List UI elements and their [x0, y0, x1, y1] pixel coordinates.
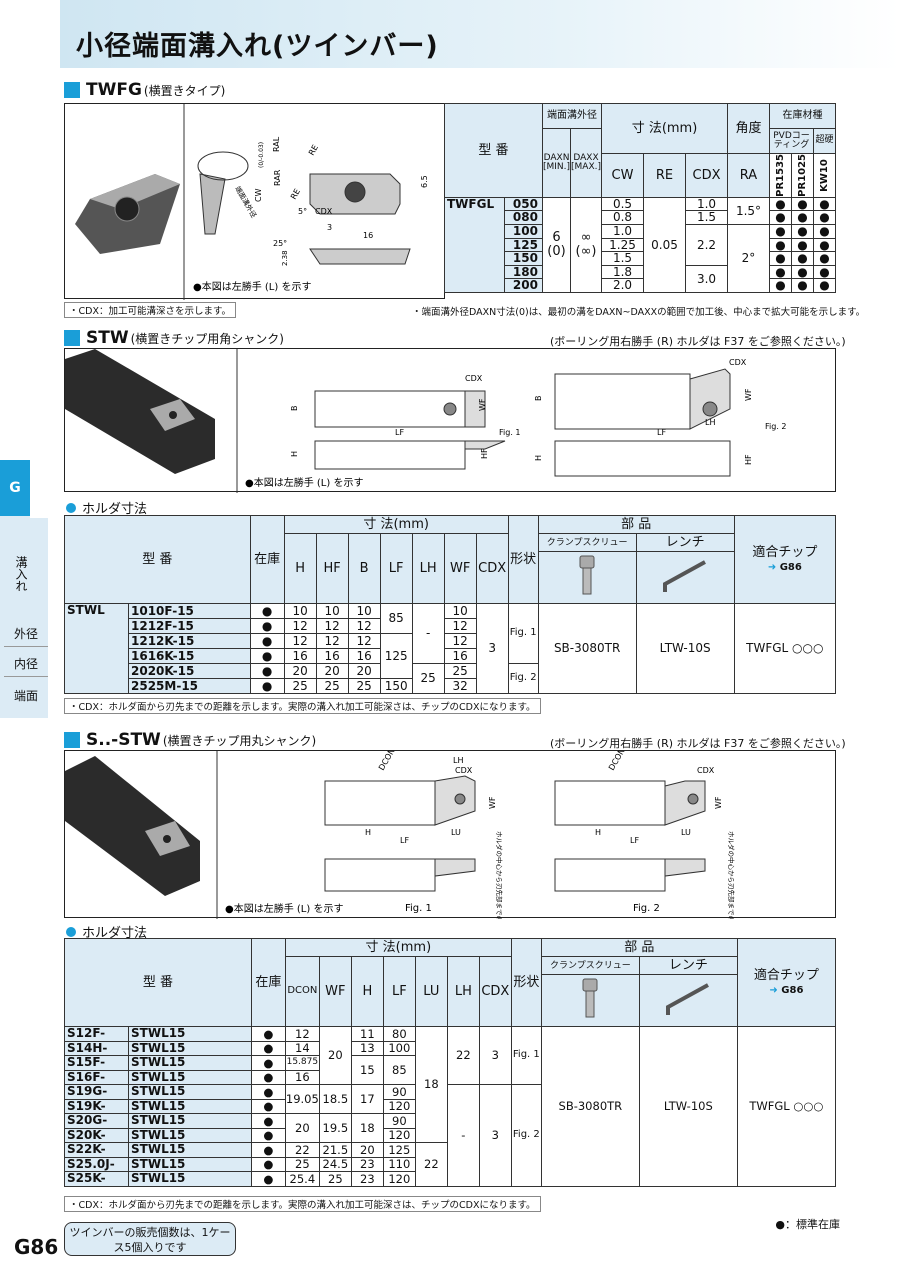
ref-arrow-icon[interactable]: ➜: [769, 984, 778, 996]
sales-note-box: ツインバーの販売個数は、1ケース5個入りです: [64, 1222, 236, 1256]
svg-text:DCON: DCON: [607, 751, 627, 772]
svg-text:16: 16: [363, 231, 373, 240]
stw-holder-heading: ホルダ寸法: [66, 498, 147, 517]
svg-text:WF: WF: [488, 796, 497, 809]
stw-note: ・CDX：ホルダ面から刃先までの距離を示します。実際の溝入れ加工可能深さは、チッ…: [64, 698, 541, 714]
side-index: G 溝入れ 外径 内径 端面: [0, 460, 48, 715]
svg-text:LF: LF: [630, 836, 639, 845]
svg-text:B: B: [534, 396, 543, 402]
sstw-table: 型 番 在庫 寸 法(mm) 形状 部 品 適合チップ ➜ G86 DCON W…: [64, 938, 837, 1187]
side-item-face[interactable]: 端面: [4, 685, 48, 707]
svg-text:LU: LU: [681, 828, 691, 837]
stock-legend: ●：標準在庫: [775, 1218, 840, 1231]
svg-text:●本図は左勝手 (L) を示す: ●本図は左勝手 (L) を示す: [245, 476, 363, 489]
svg-text:CW: CW: [254, 188, 263, 202]
svg-text:LH: LH: [705, 418, 715, 427]
svg-text:CDX: CDX: [729, 358, 747, 367]
svg-text:Fig. 2: Fig. 2: [765, 422, 787, 431]
section-twfg: TWFG (横置きタイプ): [64, 80, 225, 100]
header-band: [60, 0, 900, 68]
stw-holder-photo: [65, 349, 215, 474]
twfg-table: 型 番 端面溝外径 寸 法(mm) 角度 在庫材種 DAXN [MIN.] DA…: [444, 103, 836, 294]
svg-text:H: H: [534, 455, 543, 461]
svg-text:CDX: CDX: [697, 766, 715, 775]
page-title: 小径端面溝入れ(ツインバー): [76, 31, 439, 62]
sstw-right-note: (ボーリング用右勝手 (R) ホルダは F37 をご参照ください。): [550, 737, 846, 750]
svg-text:Fig. 1: Fig. 1: [405, 903, 432, 914]
svg-text:LF: LF: [400, 836, 409, 845]
page-header: 小径端面溝入れ(ツインバー): [0, 0, 900, 68]
ref-arrow-icon[interactable]: ➜: [767, 561, 777, 573]
stw-fig1-drawing: [314, 390, 506, 470]
svg-text:LH: LH: [453, 756, 463, 765]
svg-text:H: H: [595, 828, 601, 837]
svg-text:2.38: 2.38: [281, 250, 289, 266]
clamp-screw-icon: [540, 974, 640, 1027]
svg-text:(0/-0.03): (0/-0.03): [258, 142, 265, 168]
svg-text:CDX: CDX: [465, 374, 483, 383]
svg-text:Fig. 2: Fig. 2: [633, 903, 660, 914]
sstw-fig1-drawing: [324, 775, 476, 892]
svg-text:ホルダの中心から刃先部までのオフセット量を示す: ホルダの中心から刃先部までのオフセット量を示す: [727, 831, 736, 919]
insert-technical-drawing: [197, 151, 411, 265]
svg-text:LF: LF: [395, 428, 404, 437]
sstw-drawing: DCON LH CDX WF H LF LU DCON CDX WF H LF …: [64, 747, 836, 981]
page-number: G86: [14, 1235, 59, 1259]
sstw-note: ・CDX：ホルダ面から刃先までの距離を示します。実際の溝入れ加工可能深さは、チッ…: [64, 1196, 541, 1212]
svg-text:HF: HF: [744, 454, 753, 465]
twfg-drawing: RAL RE CW 端面溝外径 RAR RE CDX 3 5° 6.5 16 2…: [64, 103, 445, 300]
svg-text:●本図は左勝手 (L) を示す: ●本図は左勝手 (L) を示す: [225, 902, 343, 915]
svg-text:25°: 25°: [273, 239, 287, 248]
insert-photo: [75, 174, 180, 254]
clamp-screw-icon: [537, 551, 637, 604]
svg-text:H: H: [365, 828, 371, 837]
svg-text:LF: LF: [657, 428, 666, 437]
section-marker: [64, 82, 80, 98]
stw-chip-header: 適合チップ ➜ G86: [733, 515, 837, 604]
svg-text:CDX: CDX: [315, 207, 333, 216]
svg-text:6.5: 6.5: [420, 175, 429, 188]
side-tab-g[interactable]: G: [0, 460, 30, 516]
wrench-icon: [635, 551, 735, 604]
sstw-drawing-svg: DCON LH CDX WF H LF LU DCON CDX WF H LF …: [65, 747, 736, 981]
svg-text:3: 3: [327, 223, 332, 232]
sstw-fig2-drawing: [554, 780, 706, 892]
svg-text:RE: RE: [307, 143, 320, 157]
sstw-holder-photo: [65, 756, 200, 896]
section-sstw: S..-STW (横置きチップ用丸シャンク): [64, 730, 316, 750]
section-stw: STW (横置きチップ用角シャンク): [64, 328, 284, 348]
svg-text:H: H: [290, 451, 299, 457]
twfg-note-cdx: ・CDX：加工可能溝深さを示します。: [64, 302, 237, 318]
svg-text:WF: WF: [714, 796, 723, 809]
svg-text:WF: WF: [478, 398, 487, 411]
side-item-inner[interactable]: 内径: [4, 655, 48, 677]
twfg-drawing-svg: RAL RE CW 端面溝外径 RAR RE CDX 3 5° 6.5 16 2…: [75, 104, 429, 300]
stw-drawing-svg: CDX B WF LF H HF CDX B WF LH LF H HF Fig…: [65, 349, 787, 493]
svg-text:Fig. 1: Fig. 1: [499, 428, 521, 437]
svg-text:B: B: [290, 406, 299, 412]
svg-text:LU: LU: [451, 828, 461, 837]
svg-text:DCON: DCON: [377, 751, 397, 772]
side-item-outer[interactable]: 外径: [4, 625, 48, 647]
stw-table: 型 番 在庫 寸 法(mm) 形状 部 品 適合チップ ➜ G86 H HF B…: [64, 515, 837, 694]
wrench-icon: [638, 974, 738, 1027]
side-label: 溝入れ: [14, 556, 28, 592]
svg-text:5°: 5°: [298, 207, 307, 216]
stw-fig2-drawing: [554, 368, 731, 477]
svg-text:RAR: RAR: [273, 169, 282, 186]
svg-text:ホルダの中心から刃先部までのオフセット量を示す: ホルダの中心から刃先部までのオフセット量を示す: [495, 831, 504, 919]
svg-text:WF: WF: [744, 388, 753, 401]
svg-text:●本図は左勝手 (L) を示す: ●本図は左勝手 (L) を示す: [193, 280, 311, 293]
stw-drawing: CDX B WF LF H HF CDX B WF LH LF H HF Fig…: [64, 348, 836, 493]
twfg-note-daxn: ・端面溝外径DAXN寸法(0)は、最初の溝をDAXN~DAXXの範囲で加工後、中…: [412, 307, 866, 318]
sstw-chip-header: 適合チップ ➜ G86: [736, 938, 837, 1027]
sstw-holder-heading: ホルダ寸法: [66, 922, 147, 941]
svg-text:CDX: CDX: [455, 766, 473, 775]
svg-text:RE: RE: [289, 187, 302, 201]
stw-right-note: (ボーリング用右勝手 (R) ホルダは F37 をご参照ください。): [550, 335, 846, 348]
svg-text:RAL: RAL: [272, 136, 281, 152]
svg-text:HF: HF: [480, 448, 489, 459]
